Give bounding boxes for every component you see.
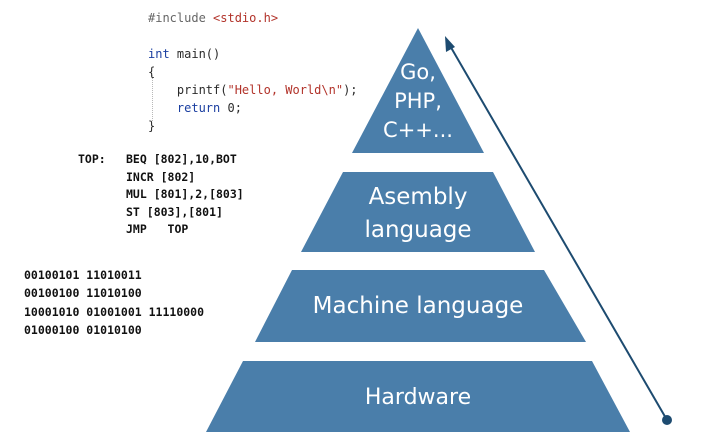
- asm-instruction: BEQ [802],10,BOT: [126, 152, 237, 166]
- binary-line: 10001010 01001001 11110000: [24, 304, 205, 319]
- printf-end: );: [343, 83, 358, 97]
- tier-label-high-level: Go, PHP, C++...: [350, 58, 486, 145]
- asm-instruction: JMP TOP: [126, 222, 189, 237]
- tier-label-assembly: Asembly language: [300, 181, 536, 247]
- tier-text-line: Asembly: [368, 184, 468, 210]
- code-line-main: int main(): [148, 45, 358, 63]
- tier-text-line: PHP,: [394, 89, 442, 113]
- main-signature: main(): [169, 47, 221, 61]
- abstraction-arrow-line: [448, 43, 668, 421]
- arrow-tail-dot-icon: [662, 415, 672, 425]
- printf-string: "Hello, World\n": [227, 83, 344, 97]
- asm-line: INCR [802]: [78, 169, 244, 187]
- asm-line: MUL [801],2,[803]: [78, 186, 244, 204]
- machine-code-block: 00100101 11010011 00100100 11010100 1000…: [24, 266, 204, 339]
- int-keyword: int: [148, 47, 170, 61]
- pyramid-tier-machine: [255, 270, 586, 342]
- asm-instruction: ST [803],[801]: [126, 204, 223, 219]
- assembly-code-block: TOP: BEQ [802],10,BOT INCR [802] MUL [801…: [78, 151, 244, 239]
- binary-line: 00100101 11010011: [24, 268, 142, 282]
- tier-text-line: C++...: [383, 118, 453, 142]
- indent-guide: [152, 75, 153, 121]
- arrow-head-icon: [445, 36, 455, 52]
- tier-text-line: Go,: [400, 60, 436, 84]
- include-keyword: #include: [148, 11, 206, 25]
- tier-text-line: Machine language: [312, 293, 524, 319]
- tier-label-hardware: Hardware: [205, 381, 631, 414]
- return-keyword: return: [176, 101, 221, 115]
- asm-label: TOP:: [78, 152, 106, 166]
- code-line-printf: printf("Hello, World\n");: [148, 81, 358, 99]
- code-line-close-brace: }: [148, 117, 358, 135]
- asm-line: ST [803],[801]: [78, 204, 244, 222]
- code-line-open-brace: {: [148, 63, 358, 81]
- binary-line: 01000100 01010100: [24, 322, 142, 337]
- code-line-include: #include <stdio.h>: [148, 9, 358, 27]
- include-header: <stdio.h>: [213, 11, 279, 25]
- tier-label-machine: Machine language: [255, 290, 581, 323]
- pyramid-tier-high-level: [352, 28, 484, 153]
- close-brace: }: [148, 119, 156, 133]
- tier-text-line: Hardware: [364, 385, 472, 410]
- tier-text-line: language: [364, 217, 472, 243]
- asm-instruction: MUL [801],2,[803]: [126, 187, 244, 202]
- code-line-return: return 0;: [148, 99, 358, 117]
- pyramid-tier-assembly: [301, 172, 535, 252]
- printf-call: printf(: [176, 83, 228, 97]
- open-brace: {: [148, 65, 156, 79]
- c-code-block: #include <stdio.h> int main() { printf("…: [148, 9, 358, 135]
- asm-line: JMP TOP: [78, 221, 244, 239]
- return-value: 0;: [220, 101, 242, 115]
- asm-instruction: INCR [802]: [126, 169, 196, 184]
- binary-line: 00100100 11010100: [24, 286, 142, 301]
- asm-line: TOP: BEQ [802],10,BOT: [78, 151, 244, 169]
- pyramid-tier-hardware: [206, 361, 630, 432]
